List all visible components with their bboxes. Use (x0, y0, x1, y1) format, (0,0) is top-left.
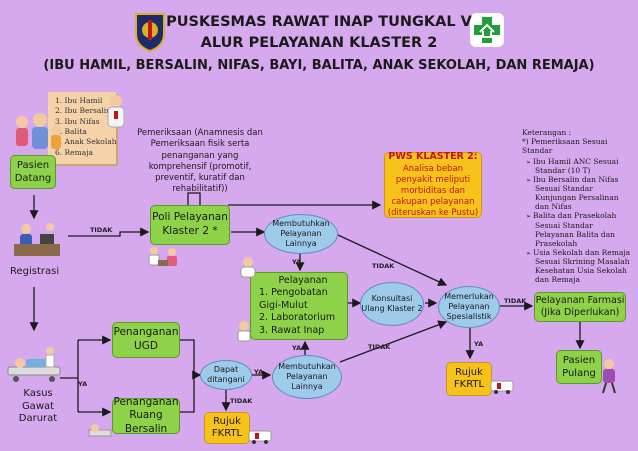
pemeriksaan-note: Pemeriksaan (Anamnesis dan Pemeriksaan f… (137, 128, 263, 195)
edge-label-tidak: TIDAK (230, 397, 253, 405)
line-bersalin-join (180, 378, 195, 413)
pasien-datang-label: Pasien Datang (14, 160, 52, 184)
arrow-ugd-dapat (180, 339, 202, 380)
edge-label-tidak: TIDAK (90, 226, 113, 234)
penanganan-bersalin-label: Penanganan Ruang Bersalin (113, 395, 179, 435)
rujuk-fkrtl-bottom-label: Rujuk FKRTL (211, 415, 243, 440)
memerlukan-node: Memerlukan Pelayanan Spesialistik (438, 286, 500, 328)
title-line2: ALUR PELAYANAN KLASTER 2 (200, 35, 438, 51)
membutuhkan-top-label: Membutuhkan Pelayanan Lainnya (272, 219, 330, 248)
edge-label-tidak: TIDAK (372, 262, 395, 270)
registrasi-label: Registrasi (10, 266, 60, 277)
edge-label-ya: YA (474, 340, 484, 348)
keterangan-item: Ibu Hamil ANC Sesuai Standar (10 T) (533, 157, 632, 175)
target-group-item: 1. Ibu Hamil (55, 96, 103, 105)
keterangan-item: Ibu Bersalin dan Nifas Sesuai Standar Ku… (533, 175, 632, 211)
penanganan-bersalin-node: Penanganan Ruang Bersalin (112, 395, 180, 435)
line-poli-top (187, 192, 201, 205)
target-group-item: 6. Remaja (55, 147, 94, 157)
maternity-illustration (88, 420, 112, 444)
target-group-item: 5. Anak Sekolah (55, 137, 117, 147)
pelayanan-item: 3. Rawat Inap (259, 324, 325, 336)
farmasi-label: Pelayanan Farmasi (Jika Diperlukan) (535, 294, 625, 318)
title-line3: (IBU HAMIL, BERSALIN, NIFAS, BAYI, BALIT… (43, 58, 595, 73)
family-illustration (10, 112, 68, 162)
edge-label-ya: YA (292, 344, 302, 352)
pws-klaster-node: PWS KLASTER 2: Analisa beban penyakit me… (384, 151, 482, 218)
target-group-list: 1. Ibu Hamil 2. Ibu Bersalin 3. Ibu Nifa… (55, 96, 117, 158)
ambulance-right-illustration (490, 378, 516, 398)
rujuk-fkrtl-right-node: Rujuk FKRTL (446, 362, 492, 396)
keterangan-title: Keterangan : (522, 128, 572, 137)
edge-label-tidak: TIDAK (368, 343, 391, 351)
walking-patient-illustration (598, 358, 620, 398)
dapat-ditangani-node: Dapat ditangani (200, 360, 252, 390)
keterangan-notes: Keterangan : *) Pemeriksaan Sesuai Stand… (522, 128, 632, 284)
dentist-illustration (236, 256, 260, 282)
health-logo (470, 13, 504, 47)
lab-illustration (234, 320, 256, 346)
membutuhkan-top-node: Membutuhkan Pelayanan Lainnya (264, 214, 338, 254)
keterangan-item: Usia Sekolah dan Remaja Sesuai Skrining … (533, 248, 632, 284)
nurse-illustration (104, 94, 128, 132)
membutuhkan-bottom-label: Membutuhkan Pelayanan Lainnya (278, 362, 336, 391)
pelayanan-item: 1. Pengobatan Gigi-Mulut (259, 287, 328, 311)
konsultasi-node: Konsultasi Ulang Klaster 2 (360, 282, 424, 326)
registration-desk-illustration (14, 222, 60, 262)
arrow-registrasi-poli (68, 227, 150, 237)
keterangan-list: Ibu Hamil ANC Sesuai Standar (10 T) Ibu … (522, 157, 632, 284)
konsultasi-label: Konsultasi Ulang Klaster 2 (361, 294, 423, 313)
membutuhkan-bottom-node: Membutuhkan Pelayanan Lainnya (272, 355, 342, 399)
pelayanan-title: Pelayanan (278, 275, 328, 287)
pelayanan-item: 2. Laboratorium (259, 312, 336, 324)
kasus-gawat-label: Kasus Gawat Darurat (18, 388, 58, 424)
poli-pelayanan-label: Poli Pelayanan Klaster 2 * (152, 211, 228, 237)
keterangan-intro: *) Pemeriksaan Sesuai Standar (522, 137, 608, 155)
edge-label-ya: YA (292, 258, 302, 266)
rujuk-fkrtl-bottom-node: Rujuk FKRTL (204, 412, 250, 444)
pasien-pulang-label: Pasien Pulang (562, 355, 596, 379)
rujuk-fkrtl-right-label: Rujuk FKRTL (453, 366, 485, 391)
penanganan-ugd-label: Penanganan UGD (113, 326, 179, 352)
pws-title: PWS KLASTER 2: (388, 151, 478, 163)
edge-label-ya: YA (78, 380, 88, 388)
target-group-item: 2. Ibu Bersalin (55, 106, 112, 116)
dapat-ditangani-label: Dapat ditangani (207, 365, 245, 384)
title-line1: PUSKESMAS RAWAT INAP TUNGKAL V (166, 14, 472, 30)
memerlukan-label: Memerlukan Pelayanan Spesialistik (444, 292, 494, 321)
pws-text: Analisa beban penyakit meliputi morbidit… (387, 163, 479, 218)
pelayanan-node: Pelayanan 1. Pengobatan Gigi-Mulut 2. La… (250, 272, 348, 340)
penanganan-ugd-node: Penanganan UGD (112, 322, 180, 358)
police-logo (132, 10, 168, 53)
edge-label-ya: YA (254, 368, 264, 376)
doctor-patient-illustration (146, 246, 180, 272)
arrow-membutuhkan-bottom-memerlukan (339, 320, 448, 363)
pasien-datang-node: Pasien Datang (10, 155, 56, 189)
pasien-pulang-node: Pasien Pulang (556, 350, 602, 384)
target-group-item: 3. Ibu Nifas (55, 116, 100, 126)
farmasi-node: Pelayanan Farmasi (Jika Diperlukan) (534, 292, 626, 322)
edge-label-tidak: TIDAK (504, 297, 527, 305)
poli-pelayanan-node: Poli Pelayanan Klaster 2 * (150, 205, 230, 245)
arrow-membutuhkan-memerlukan (337, 234, 448, 286)
ambulance-bottom-illustration (248, 428, 274, 448)
keterangan-item: Balita dan Prasekolah Sesuai Standar Pel… (533, 211, 632, 247)
target-group-item: 4. Balita (55, 127, 87, 137)
emergency-illustration (6, 345, 62, 389)
